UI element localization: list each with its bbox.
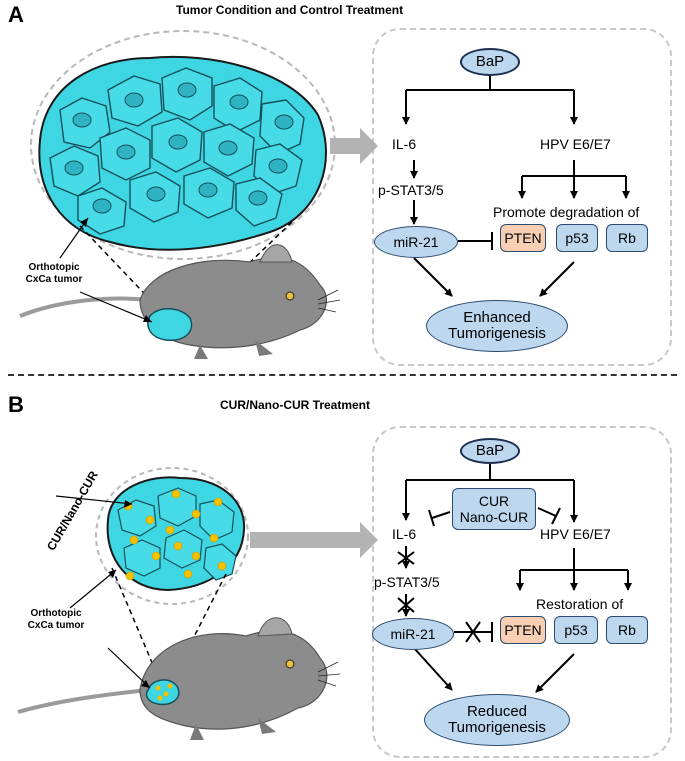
panel-a-letter: A (8, 2, 24, 27)
enhanced-tumorigenesis-node: Enhanced Tumorigenesis (426, 300, 568, 352)
p53-node-a: p53 (556, 224, 598, 252)
mir21-label-b: miR-21 (390, 626, 436, 642)
pstat-label-b: p-STAT3/5 (374, 574, 440, 590)
reduced-tumorigenesis-node: Reduced Tumorigenesis (424, 694, 570, 746)
nanoparticles-b (123, 489, 227, 581)
rb-node-b: Rb (606, 616, 648, 644)
rb-label-b: Rb (618, 622, 636, 638)
hpv-label-a: HPV E6/E7 (540, 136, 611, 152)
restoration-label-b: Restoration of (536, 596, 624, 612)
outcome-b-line1: Reduced (466, 703, 528, 720)
cur-label-line2: Nano-CUR (459, 509, 529, 525)
mir21-node-a: miR-21 (374, 226, 458, 258)
tumor-mass-a (38, 55, 327, 251)
pten-label-b: PTEN (504, 622, 542, 638)
bap-label-b: BaP (475, 442, 505, 459)
drug-label-b: CUR/Nano-CUR (44, 468, 101, 553)
tumor-label-a: Orthotopic CxCa tumor (16, 262, 92, 286)
outcome-a-line1: Enhanced (463, 309, 531, 326)
panel-b-title: CUR/Nano-CUR Treatment (220, 398, 371, 412)
p53-node-b: p53 (554, 616, 598, 644)
mir21-node-b: miR-21 (372, 618, 454, 650)
tumor-label-a-line2: CxCa tumor (25, 274, 83, 285)
cur-label-line1: CUR (478, 493, 510, 509)
tumor-label-b-line2: CxCa tumor (27, 620, 85, 631)
outcome-b-line2: Tumorigenesis (448, 719, 546, 736)
p53-label-a: p53 (565, 230, 589, 246)
panel-a-title: Tumor Condition and Control Treatment (176, 3, 404, 17)
pten-label-a: PTEN (504, 230, 542, 246)
pten-node-a: PTEN (500, 224, 546, 252)
pstat-label-a: p-STAT3/5 (378, 182, 444, 198)
cur-node-b: CUR Nano-CUR (452, 488, 536, 530)
panel-a-pathway-box (372, 28, 672, 366)
rb-label-a: Rb (618, 230, 636, 246)
bap-node-a: BaP (460, 48, 520, 76)
panel-divider (8, 374, 677, 376)
il6-label-a: IL-6 (392, 136, 417, 152)
rb-node-a: Rb (606, 224, 648, 252)
tumor-on-mouse-a (147, 308, 193, 341)
panel-b-letter: B (8, 392, 24, 417)
outcome-a-line2: Tumorigenesis (448, 325, 546, 342)
hpv-label-b: HPV E6/E7 (540, 526, 611, 542)
mouse-b (17, 617, 341, 740)
bap-node-b: BaP (460, 438, 520, 464)
promote-label-a: Promote degradation of (493, 204, 640, 220)
il6-label-b: IL-6 (392, 526, 417, 542)
mir21-label-a: miR-21 (393, 234, 439, 250)
tumor-mass-b (106, 476, 246, 592)
tumor-label-a-line1: Orthotopic (28, 262, 80, 273)
tumor-label-b-line1: Orthotopic (30, 608, 82, 619)
p53-label-b: p53 (564, 622, 588, 638)
tumor-on-mouse-b (145, 679, 180, 706)
bap-label-a: BaP (475, 53, 505, 70)
tumor-label-b: Orthotopic CxCa tumor (18, 608, 94, 632)
pten-node-b: PTEN (500, 616, 546, 644)
panel-b-pathway-box (372, 426, 672, 758)
